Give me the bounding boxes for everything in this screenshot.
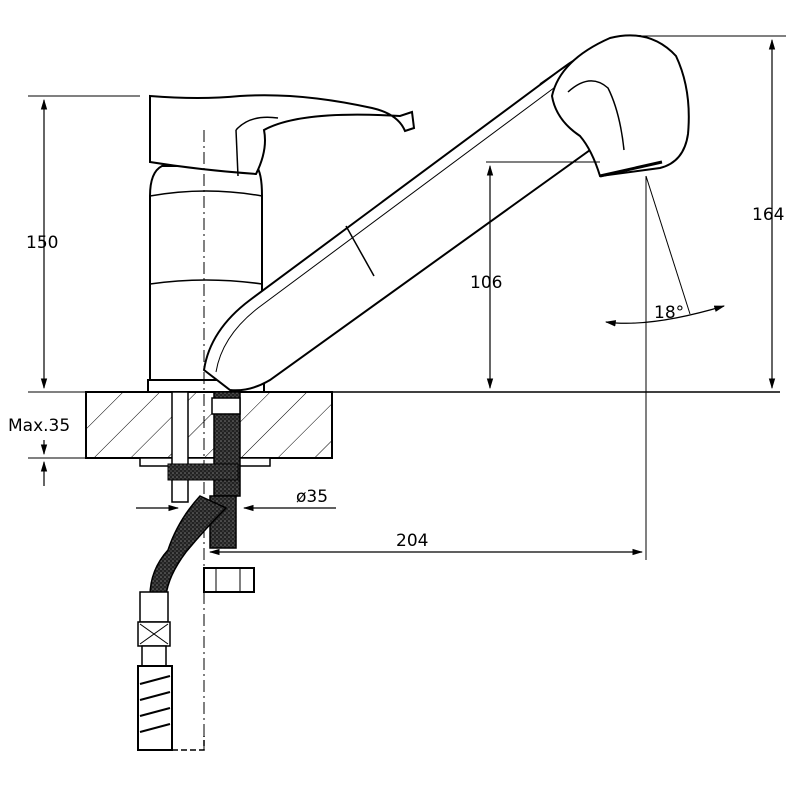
dim-label-max-thickness: Max.35 xyxy=(8,416,70,436)
dim-label-106: 106 xyxy=(470,273,502,293)
dim-label-204: 204 xyxy=(396,531,428,551)
dim-label-spray-angle: 18° xyxy=(654,303,684,323)
centerlines xyxy=(203,130,647,750)
dim-label-150: 150 xyxy=(26,233,58,253)
dimension-lines xyxy=(28,35,786,556)
dim-label-hole-diameter: ø35 xyxy=(296,487,328,507)
countertop-section xyxy=(85,391,780,467)
spray-head xyxy=(550,34,690,178)
lever-handle xyxy=(149,94,416,177)
dim-label-164: 164 xyxy=(752,205,784,225)
supply-hoses xyxy=(137,391,255,751)
